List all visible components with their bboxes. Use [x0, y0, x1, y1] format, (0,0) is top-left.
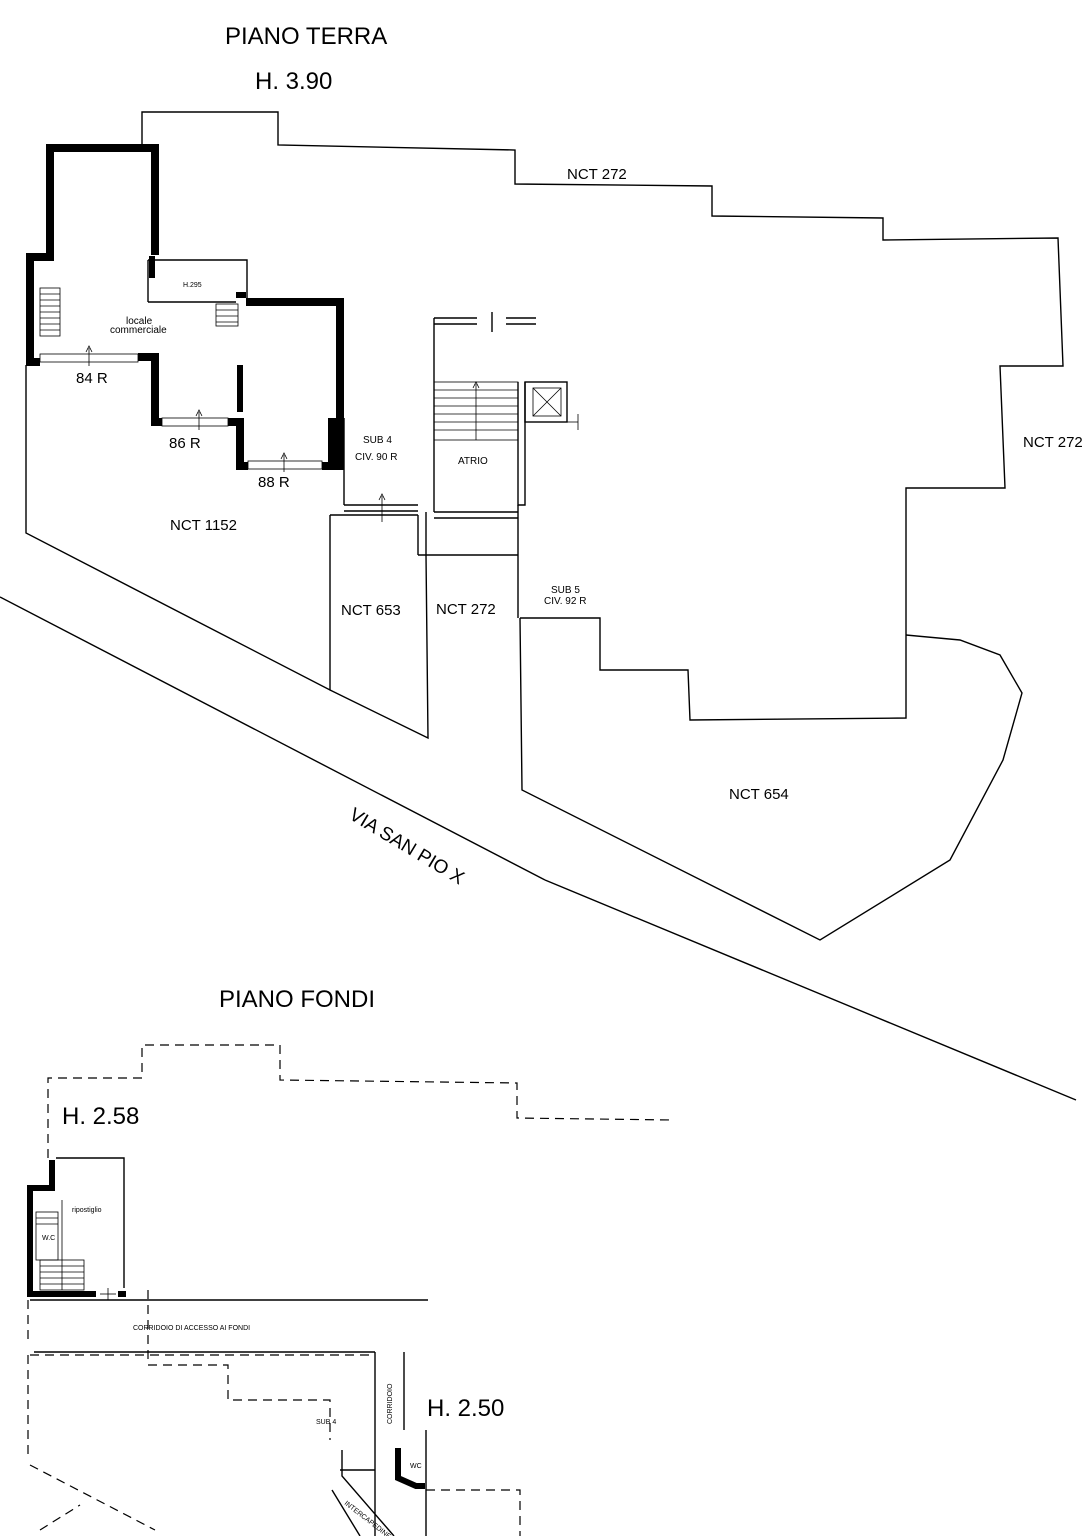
entrance-arrows	[85, 345, 386, 522]
wc-label: W.C	[42, 1235, 55, 1242]
sub5-label: SUB 5	[551, 585, 580, 596]
room-name-line1: locale	[126, 316, 153, 327]
street-lines	[0, 596, 1077, 1101]
parcel-nct272-top: NCT 272	[567, 166, 627, 183]
ground-floor-title: PIANO TERRA	[225, 23, 387, 50]
storage-label: ripostiglio	[72, 1207, 102, 1214]
civ92-label: CIV. 92 R	[544, 596, 586, 607]
ground-floor-height: H. 3.90	[255, 68, 332, 95]
stairwell-atrio	[343, 312, 579, 555]
parcel-lines	[25, 365, 519, 740]
basement-title: PIANO FONDI	[219, 986, 375, 1013]
parcel-nct654: NCT 654	[729, 786, 789, 803]
civic-number-84: 84 R	[76, 370, 108, 387]
access-corridor-label: CORRIDOIO DI ACCESSO AI FONDI	[133, 1325, 250, 1332]
street-name: VIA SAN PIO X	[345, 804, 467, 889]
civic-number-88: 88 R	[258, 474, 290, 491]
parcel-nct272-mid: NCT 272	[436, 601, 496, 618]
building-outline-nct272	[141, 111, 1064, 941]
room-height-label: H.295	[183, 282, 202, 289]
room-name-line2: commerciale	[110, 325, 167, 336]
parcel-nct1152: NCT 1152	[170, 517, 237, 534]
atrio-label: ATRIO	[458, 456, 488, 467]
commercial-unit-walls	[26, 144, 344, 470]
sub4-label: SUB 4	[363, 435, 392, 446]
inner-partitions	[147, 259, 248, 303]
parcel-nct653: NCT 653	[341, 602, 401, 619]
basement-height-left: H. 2.58	[62, 1103, 139, 1130]
wc-right-label: WC	[410, 1463, 422, 1470]
unit-stairs	[39, 287, 239, 337]
basement-sub4-label: SUB 4	[316, 1419, 336, 1426]
civic-number-86: 86 R	[169, 435, 201, 452]
basement-walls	[27, 1157, 428, 1536]
parcel-nct272-right: NCT 272	[1023, 434, 1083, 451]
civ90-label: CIV. 90 R	[355, 452, 397, 463]
basement-height-right: H. 2.50	[427, 1395, 504, 1422]
corridor-label: CORRIDOIO	[387, 1383, 394, 1424]
